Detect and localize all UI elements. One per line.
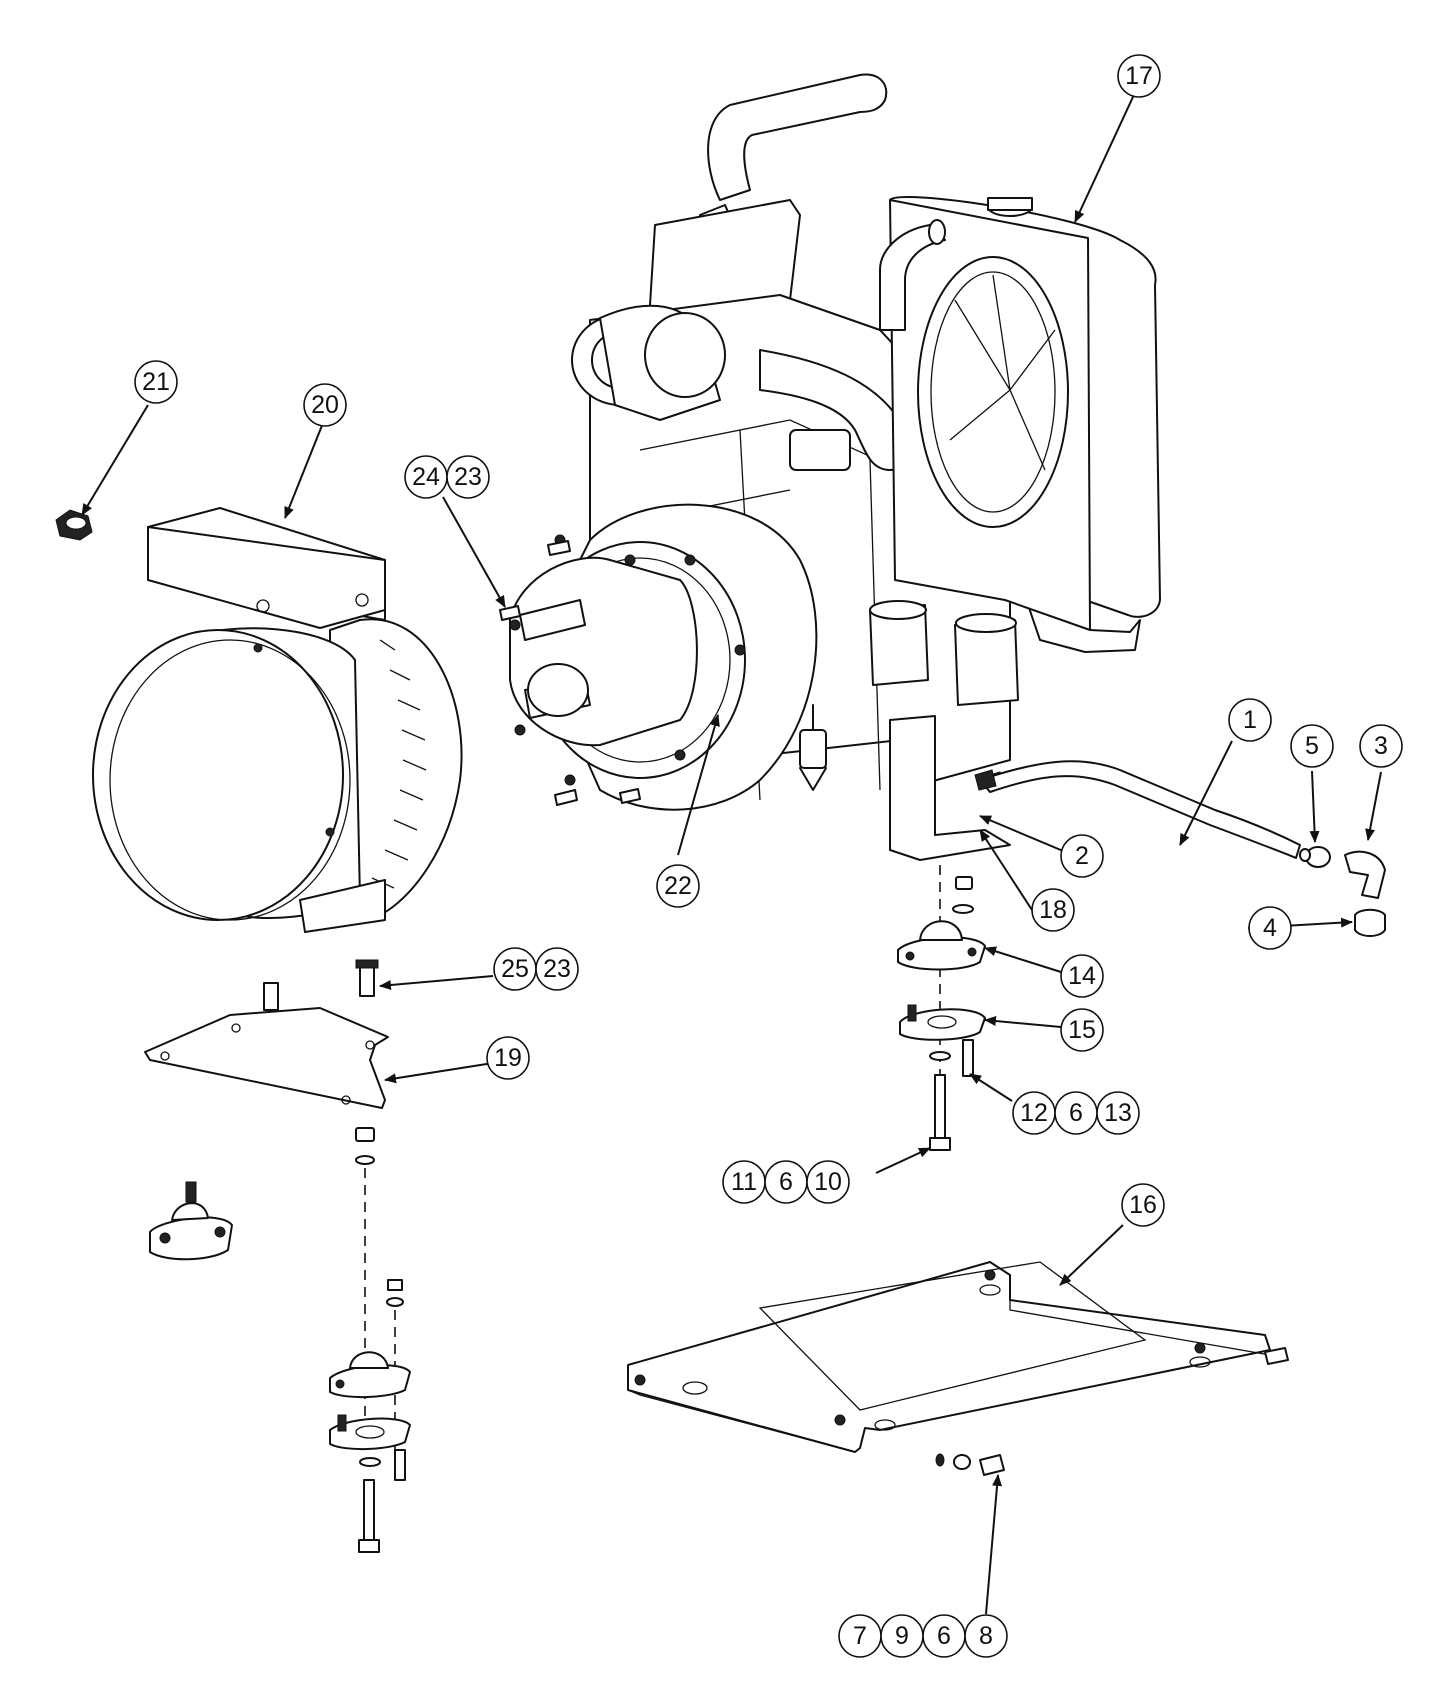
callout-24-23-label-b: 23 bbox=[454, 463, 482, 491]
callout-25-23: 25 23 bbox=[493, 947, 579, 991]
callout-21: 21 bbox=[134, 360, 178, 404]
callout-3-label: 3 bbox=[1374, 732, 1388, 760]
callout-2: 2 bbox=[1060, 834, 1104, 878]
part-21-cap bbox=[55, 509, 93, 541]
callout-22-label: 22 bbox=[664, 872, 692, 900]
callout-19: 19 bbox=[486, 1036, 530, 1080]
callout-18: 18 bbox=[1031, 888, 1075, 932]
callout-14: 14 bbox=[1060, 954, 1104, 998]
callout-22: 22 bbox=[656, 864, 700, 908]
callout-7-9-6-8-label-b: 9 bbox=[895, 1622, 909, 1650]
callout-21-label: 21 bbox=[142, 368, 170, 396]
callout-11-6-10-label-a: 11 bbox=[731, 1168, 757, 1196]
callout-1-label: 1 bbox=[1243, 706, 1257, 734]
callout-15: 15 bbox=[1060, 1008, 1104, 1052]
callout-25-23-label-b: 23 bbox=[543, 955, 571, 983]
callout-11-6-10: 11 6 10 bbox=[722, 1160, 850, 1204]
leader-lines bbox=[81, 83, 1382, 1615]
callout-12-6-13-label-a: 12 bbox=[1020, 1099, 1048, 1127]
callout-12-6-13: 12 6 13 bbox=[1012, 1091, 1140, 1135]
callout-4-label: 4 bbox=[1263, 914, 1277, 942]
callout-24-23: 24 23 bbox=[404, 455, 490, 499]
callout-25-23-label-a: 25 bbox=[501, 955, 529, 983]
base-frame-16 bbox=[627, 1261, 1289, 1476]
callout-7-9-6-8-label-c: 6 bbox=[937, 1622, 951, 1650]
callout-5-label: 5 bbox=[1305, 732, 1319, 760]
callout-11-6-10-label-b: 6 bbox=[779, 1168, 793, 1196]
callout-24-23-label-a: 24 bbox=[412, 463, 440, 491]
radiator-assembly bbox=[879, 196, 1161, 653]
callout-7-9-6-8-label-a: 7 bbox=[853, 1622, 867, 1650]
callout-4: 4 bbox=[1248, 906, 1292, 950]
callout-12-6-13-label-c: 13 bbox=[1104, 1099, 1132, 1127]
fuel-line bbox=[974, 760, 1386, 937]
callout-1: 1 bbox=[1228, 698, 1272, 742]
callout-15-label: 15 bbox=[1068, 1016, 1096, 1044]
callout-11-6-10-label-c: 10 bbox=[814, 1168, 842, 1196]
callout-14-label: 14 bbox=[1068, 962, 1096, 990]
callout-17-label: 17 bbox=[1125, 62, 1153, 90]
mounts-left bbox=[149, 1127, 411, 1553]
callout-5: 5 bbox=[1290, 724, 1334, 768]
callout-12-6-13-label-b: 6 bbox=[1069, 1099, 1083, 1127]
mounts-center bbox=[897, 865, 986, 1151]
mounting-plate-19 bbox=[144, 959, 389, 1109]
callout-19-label: 19 bbox=[494, 1044, 522, 1072]
callout-16-label: 16 bbox=[1129, 1191, 1157, 1219]
callout-18-label: 18 bbox=[1039, 896, 1067, 924]
callout-3: 3 bbox=[1359, 724, 1403, 768]
callout-2-label: 2 bbox=[1075, 842, 1089, 870]
callout-17: 17 bbox=[1117, 54, 1161, 98]
callout-7-9-6-8: 7 9 6 8 bbox=[838, 1614, 1008, 1658]
callout-16: 16 bbox=[1121, 1183, 1165, 1227]
callout-20: 20 bbox=[303, 383, 347, 427]
generator-end bbox=[92, 507, 463, 933]
callout-7-9-6-8-label-d: 8 bbox=[979, 1622, 993, 1650]
callout-20-label: 20 bbox=[311, 391, 339, 419]
engine-assembly bbox=[499, 73, 1019, 861]
